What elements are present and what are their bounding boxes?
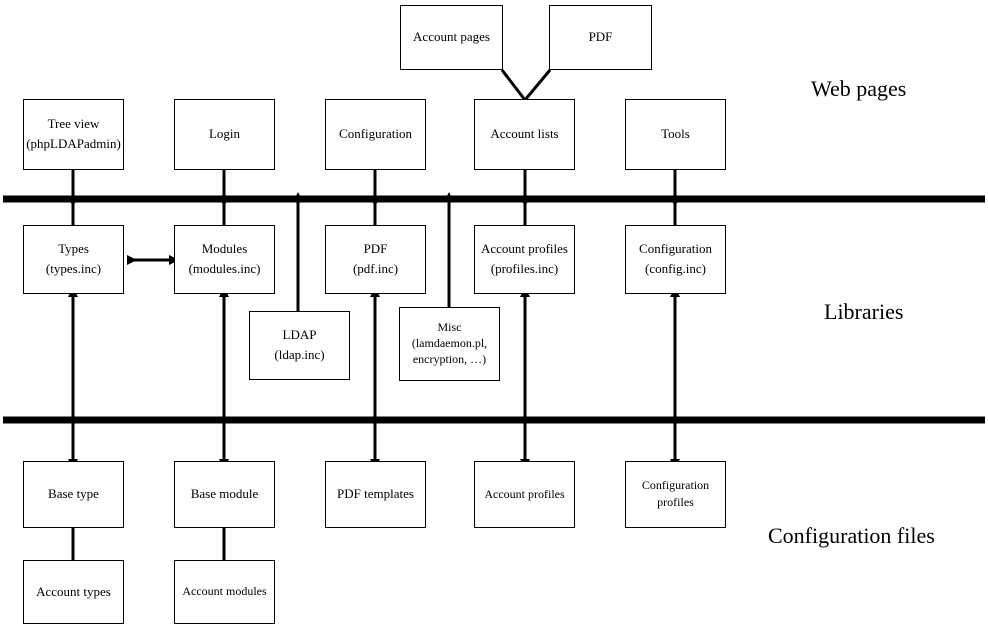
node-label-line2: profiles (657, 495, 694, 509)
node-label-line2: (types.inc) (45, 260, 102, 276)
node-base-type[interactable]: Base type (23, 461, 124, 528)
node-label-line1: PDF (363, 241, 388, 257)
connector-pdf-to-account-lists (523, 69, 552, 101)
section-label-configuration-files: Configuration files (768, 523, 935, 548)
node-login[interactable]: Login (174, 99, 275, 170)
node-label-line1: Tree view (47, 115, 100, 131)
node-label-line1: Configuration (639, 241, 712, 257)
node-label: Base type (48, 486, 99, 502)
node-label-line1: Modules (201, 241, 248, 257)
node-ldap-lib[interactable]: LDAP (ldap.inc) (249, 311, 350, 380)
node-label: PDF (588, 29, 613, 45)
node-label-line1: Misc (437, 320, 462, 335)
node-label: Account types (36, 583, 111, 599)
node-label: Account profiles (484, 486, 565, 501)
node-label-line2: (ldap.inc) (274, 346, 325, 362)
node-misc-lib[interactable]: Misc (lamdaemon.pl, encryption, …) (399, 307, 500, 381)
node-pdf-lib[interactable]: PDF (pdf.inc) (325, 225, 426, 294)
node-label-line1: LDAP (282, 327, 317, 343)
node-configuration-profiles[interactable]: Configuration profiles (625, 461, 726, 528)
node-pdf-source[interactable]: PDF (549, 5, 652, 70)
node-label: Tools (661, 126, 690, 142)
node-pdf-templates[interactable]: PDF templates (325, 461, 426, 528)
node-account-profiles-files[interactable]: Account profiles (474, 461, 575, 528)
node-label-line2: (config.inc) (644, 260, 706, 276)
node-label: Configuration (339, 126, 412, 142)
node-label-line2: (pdf.inc) (352, 260, 399, 276)
node-label: Account modules (182, 584, 267, 599)
node-label-line2: (modules.inc) (188, 260, 261, 276)
node-account-profiles-lib[interactable]: Account profiles (profiles.inc) (474, 225, 575, 294)
node-account-modules[interactable]: Account modules (174, 560, 275, 624)
node-account-pages[interactable]: Account pages (400, 5, 503, 70)
node-modules-lib[interactable]: Modules (modules.inc) (174, 225, 275, 294)
node-label-line1: Configuration (641, 478, 710, 493)
section-label-libraries: Libraries (824, 299, 904, 324)
node-account-types[interactable]: Account types (23, 560, 124, 624)
node-label-line3: encryption, …) (412, 351, 487, 366)
node-label: PDF templates (337, 486, 414, 502)
node-label: Account pages (413, 29, 490, 45)
node-label-line2: (phpLDAPadmin) (26, 136, 121, 152)
node-account-lists[interactable]: Account lists (474, 99, 575, 170)
node-label-line1: Types (58, 241, 89, 257)
section-label-web-pages: Web pages (811, 76, 907, 101)
node-types-lib[interactable]: Types (types.inc) (23, 225, 124, 294)
node-label: Account lists (490, 126, 559, 142)
node-label-line1: Account profiles (480, 241, 568, 257)
node-label: Login (208, 126, 241, 142)
node-label-line2: (profiles.inc) (490, 260, 559, 276)
node-tools[interactable]: Tools (625, 99, 726, 170)
node-base-module[interactable]: Base module (174, 461, 275, 528)
node-tree-view[interactable]: Tree view (phpLDAPadmin) (23, 99, 124, 170)
node-label: Base module (190, 486, 259, 502)
node-label-line2: (lamdaemon.pl, (411, 336, 488, 351)
node-configuration-page[interactable]: Configuration (325, 99, 426, 170)
node-configuration-lib[interactable]: Configuration (config.inc) (625, 225, 726, 294)
connector-account-pages-to-account-lists (500, 69, 527, 101)
